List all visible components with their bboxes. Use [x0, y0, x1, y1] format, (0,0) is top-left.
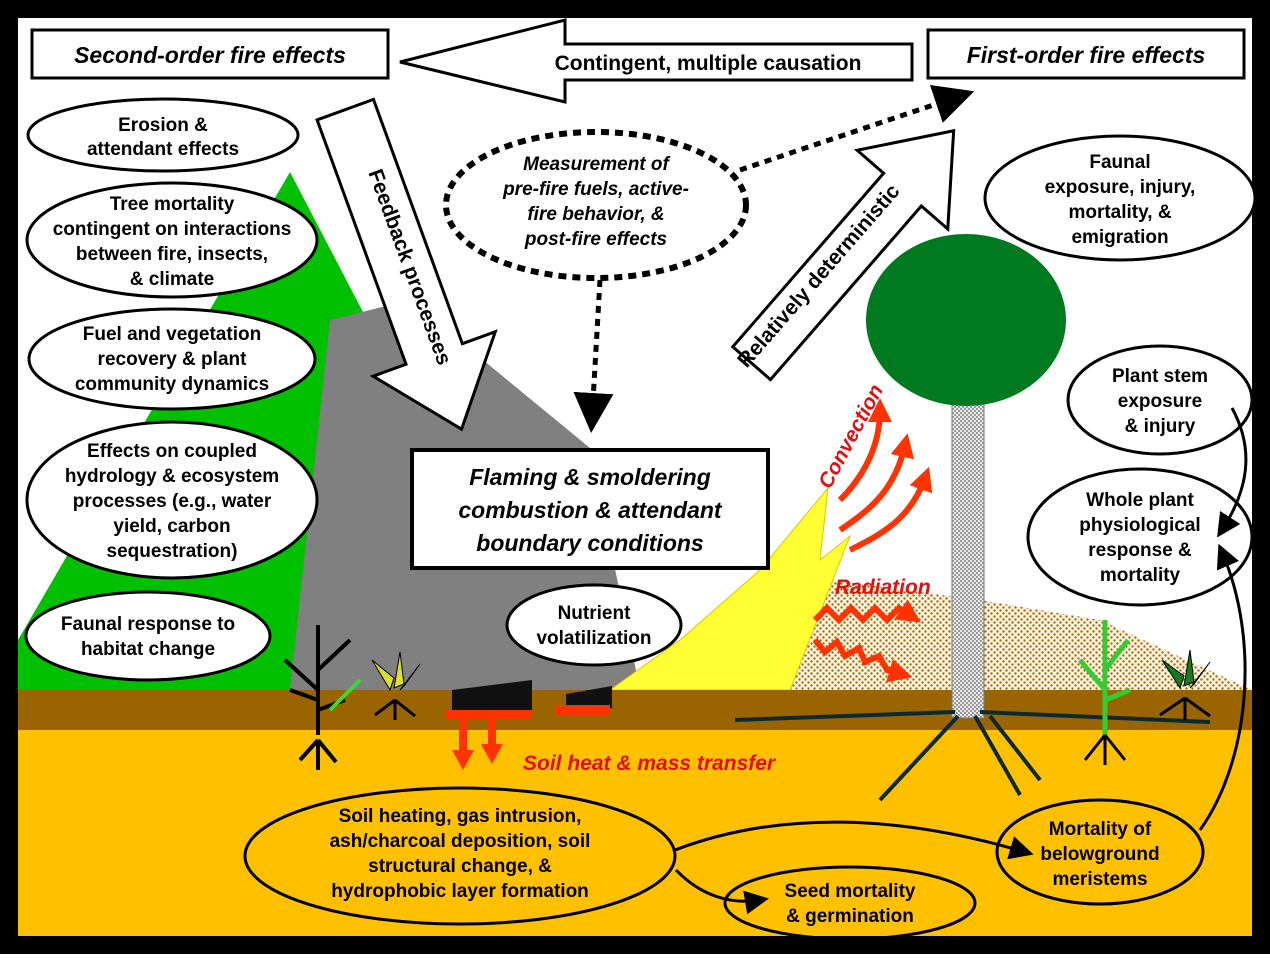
svg-text:processes (e.g., water: processes (e.g., water [73, 491, 272, 512]
faunal-response-oval: Faunal response to habitat change [24, 590, 272, 682]
svg-text:structural change, &: structural change, & [368, 856, 552, 877]
svg-text:First-order fire effects: First-order fire effects [967, 42, 1206, 68]
svg-text:Measurement of: Measurement of [523, 154, 670, 175]
svg-text:pre-fire fuels, active-: pre-fire fuels, active- [502, 179, 689, 200]
svg-text:mortality, &: mortality, & [1068, 202, 1171, 223]
svg-text:Contingent, multiple causation: Contingent, multiple causation [555, 52, 862, 75]
svg-text:response &: response & [1088, 540, 1192, 561]
soil-transfer-label: Soil heat & mass transfer [523, 752, 777, 775]
soil-to-seed-arrow [674, 868, 769, 915]
combustion-box: Flaming & smoldering combustion & attend… [410, 448, 770, 570]
ground-surface [18, 690, 1252, 730]
svg-text:contingent on interactions: contingent on interactions [53, 219, 292, 240]
svg-text:community dynamics: community dynamics [75, 374, 269, 395]
svg-text:Erosion &: Erosion & [118, 115, 208, 136]
seed-oval: Seed mortality & germination [723, 865, 977, 941]
svg-text:boundary conditions: boundary conditions [476, 530, 703, 556]
svg-text:hydrology & ecosystem: hydrology & ecosystem [65, 466, 279, 487]
tree [734, 234, 1211, 802]
svg-text:& injury: & injury [1125, 416, 1196, 437]
svg-text:Soil heating, gas intrusion,: Soil heating, gas intrusion, [339, 806, 582, 827]
svg-text:ash/charcoal deposition, soil: ash/charcoal deposition, soil [330, 831, 591, 852]
svg-text:meristems: meristems [1052, 869, 1147, 890]
radiation-label: Radiation [835, 576, 931, 599]
svg-text:Seed mortality: Seed mortality [785, 881, 916, 902]
svg-text:yield, carbon: yield, carbon [113, 516, 230, 537]
hydrology-oval: Effects on coupled hydrology & ecosystem… [25, 420, 319, 580]
svg-text:& germination: & germination [786, 906, 914, 927]
charred-logs [446, 680, 612, 720]
stem-to-whole-plant-arrow [1217, 407, 1248, 538]
svg-text:between fire, insects,: between fire, insects, [76, 244, 268, 265]
svg-text:Tree mortality: Tree mortality [110, 194, 235, 215]
svg-text:Mortality of: Mortality of [1049, 819, 1152, 840]
whole-plant-oval: Whole plant physiological response & mor… [1026, 467, 1254, 607]
svg-text:& climate: & climate [130, 269, 214, 290]
tree-mortality-oval: Tree mortality contingent on interaction… [25, 181, 319, 299]
first-order-header: First-order fire effects [926, 28, 1246, 80]
svg-text:exposure, injury,: exposure, injury, [1045, 177, 1196, 198]
meristems-to-whole-plant-arrow [1198, 543, 1247, 831]
erosion-oval: Erosion & attendant effects [26, 97, 300, 173]
svg-text:habitat change: habitat change [81, 639, 215, 660]
burned-grass-clump [371, 651, 421, 720]
svg-text:Plant stem: Plant stem [1112, 366, 1208, 387]
svg-text:post-fire effects: post-fire effects [524, 229, 667, 250]
svg-text:fire behavior, &: fire behavior, & [527, 204, 664, 225]
svg-text:Effects on coupled: Effects on coupled [87, 441, 257, 462]
svg-text:Fuel and vegetation: Fuel and vegetation [83, 324, 261, 345]
measurement-to-combustion-arrow [573, 279, 614, 433]
second-order-header: Second-order fire effects [30, 28, 390, 80]
soil-layer [18, 728, 1252, 936]
svg-text:attendant effects: attendant effects [87, 139, 239, 160]
svg-text:emigration: emigration [1071, 227, 1168, 248]
radiation-arrows [812, 599, 921, 683]
svg-text:Flaming & smoldering: Flaming & smoldering [469, 464, 711, 490]
green-grass-clump [1159, 649, 1211, 720]
nutrient-oval: Nutrient volatilization [505, 583, 683, 667]
svg-text:exposure: exposure [1118, 391, 1202, 412]
flame [608, 486, 852, 691]
plant-stem-oval: Plant stem exposure & injury [1066, 344, 1254, 456]
meristems-oval: Mortality of belowground meristems [995, 798, 1205, 906]
svg-text:volatilization: volatilization [536, 628, 651, 649]
faunal-exposure-oval: Faunal exposure, injury, mortality, & em… [983, 134, 1257, 262]
svg-text:recovery & plant: recovery & plant [98, 349, 248, 370]
tree-roots [734, 710, 1211, 802]
tree-canopy [866, 234, 1066, 406]
svg-text:hydrophobic layer formation: hydrophobic layer formation [331, 881, 589, 902]
svg-text:mortality: mortality [1100, 565, 1181, 586]
svg-text:Nutrient: Nutrient [558, 603, 632, 624]
svg-text:Second-order fire effects: Second-order fire effects [74, 42, 346, 68]
convection-arrows [837, 398, 933, 553]
green-sprout [1078, 620, 1131, 765]
burned-shrub [283, 625, 362, 770]
svg-text:belowground: belowground [1040, 844, 1159, 865]
soil-heat-arrows [452, 720, 503, 770]
svg-text:combustion & attendant: combustion & attendant [458, 497, 723, 523]
soil-to-meristems-arrow [674, 820, 1034, 860]
svg-text:sequestration): sequestration) [107, 541, 238, 562]
measurement-oval: Measurement of pre-fire fuels, active- f… [443, 129, 749, 281]
svg-text:physiological: physiological [1079, 515, 1200, 536]
svg-text:Faunal: Faunal [1089, 152, 1150, 173]
tree-trunk [951, 399, 985, 719]
svg-text:Faunal response to: Faunal response to [61, 614, 235, 635]
svg-text:Whole plant: Whole plant [1086, 490, 1194, 511]
contingent-arrow: Contingent, multiple causation [399, 18, 914, 104]
soil-heating-oval: Soil heating, gas intrusion, ash/charcoa… [243, 786, 677, 926]
fuel-recovery-oval: Fuel and vegetation recovery & plant com… [27, 307, 317, 411]
